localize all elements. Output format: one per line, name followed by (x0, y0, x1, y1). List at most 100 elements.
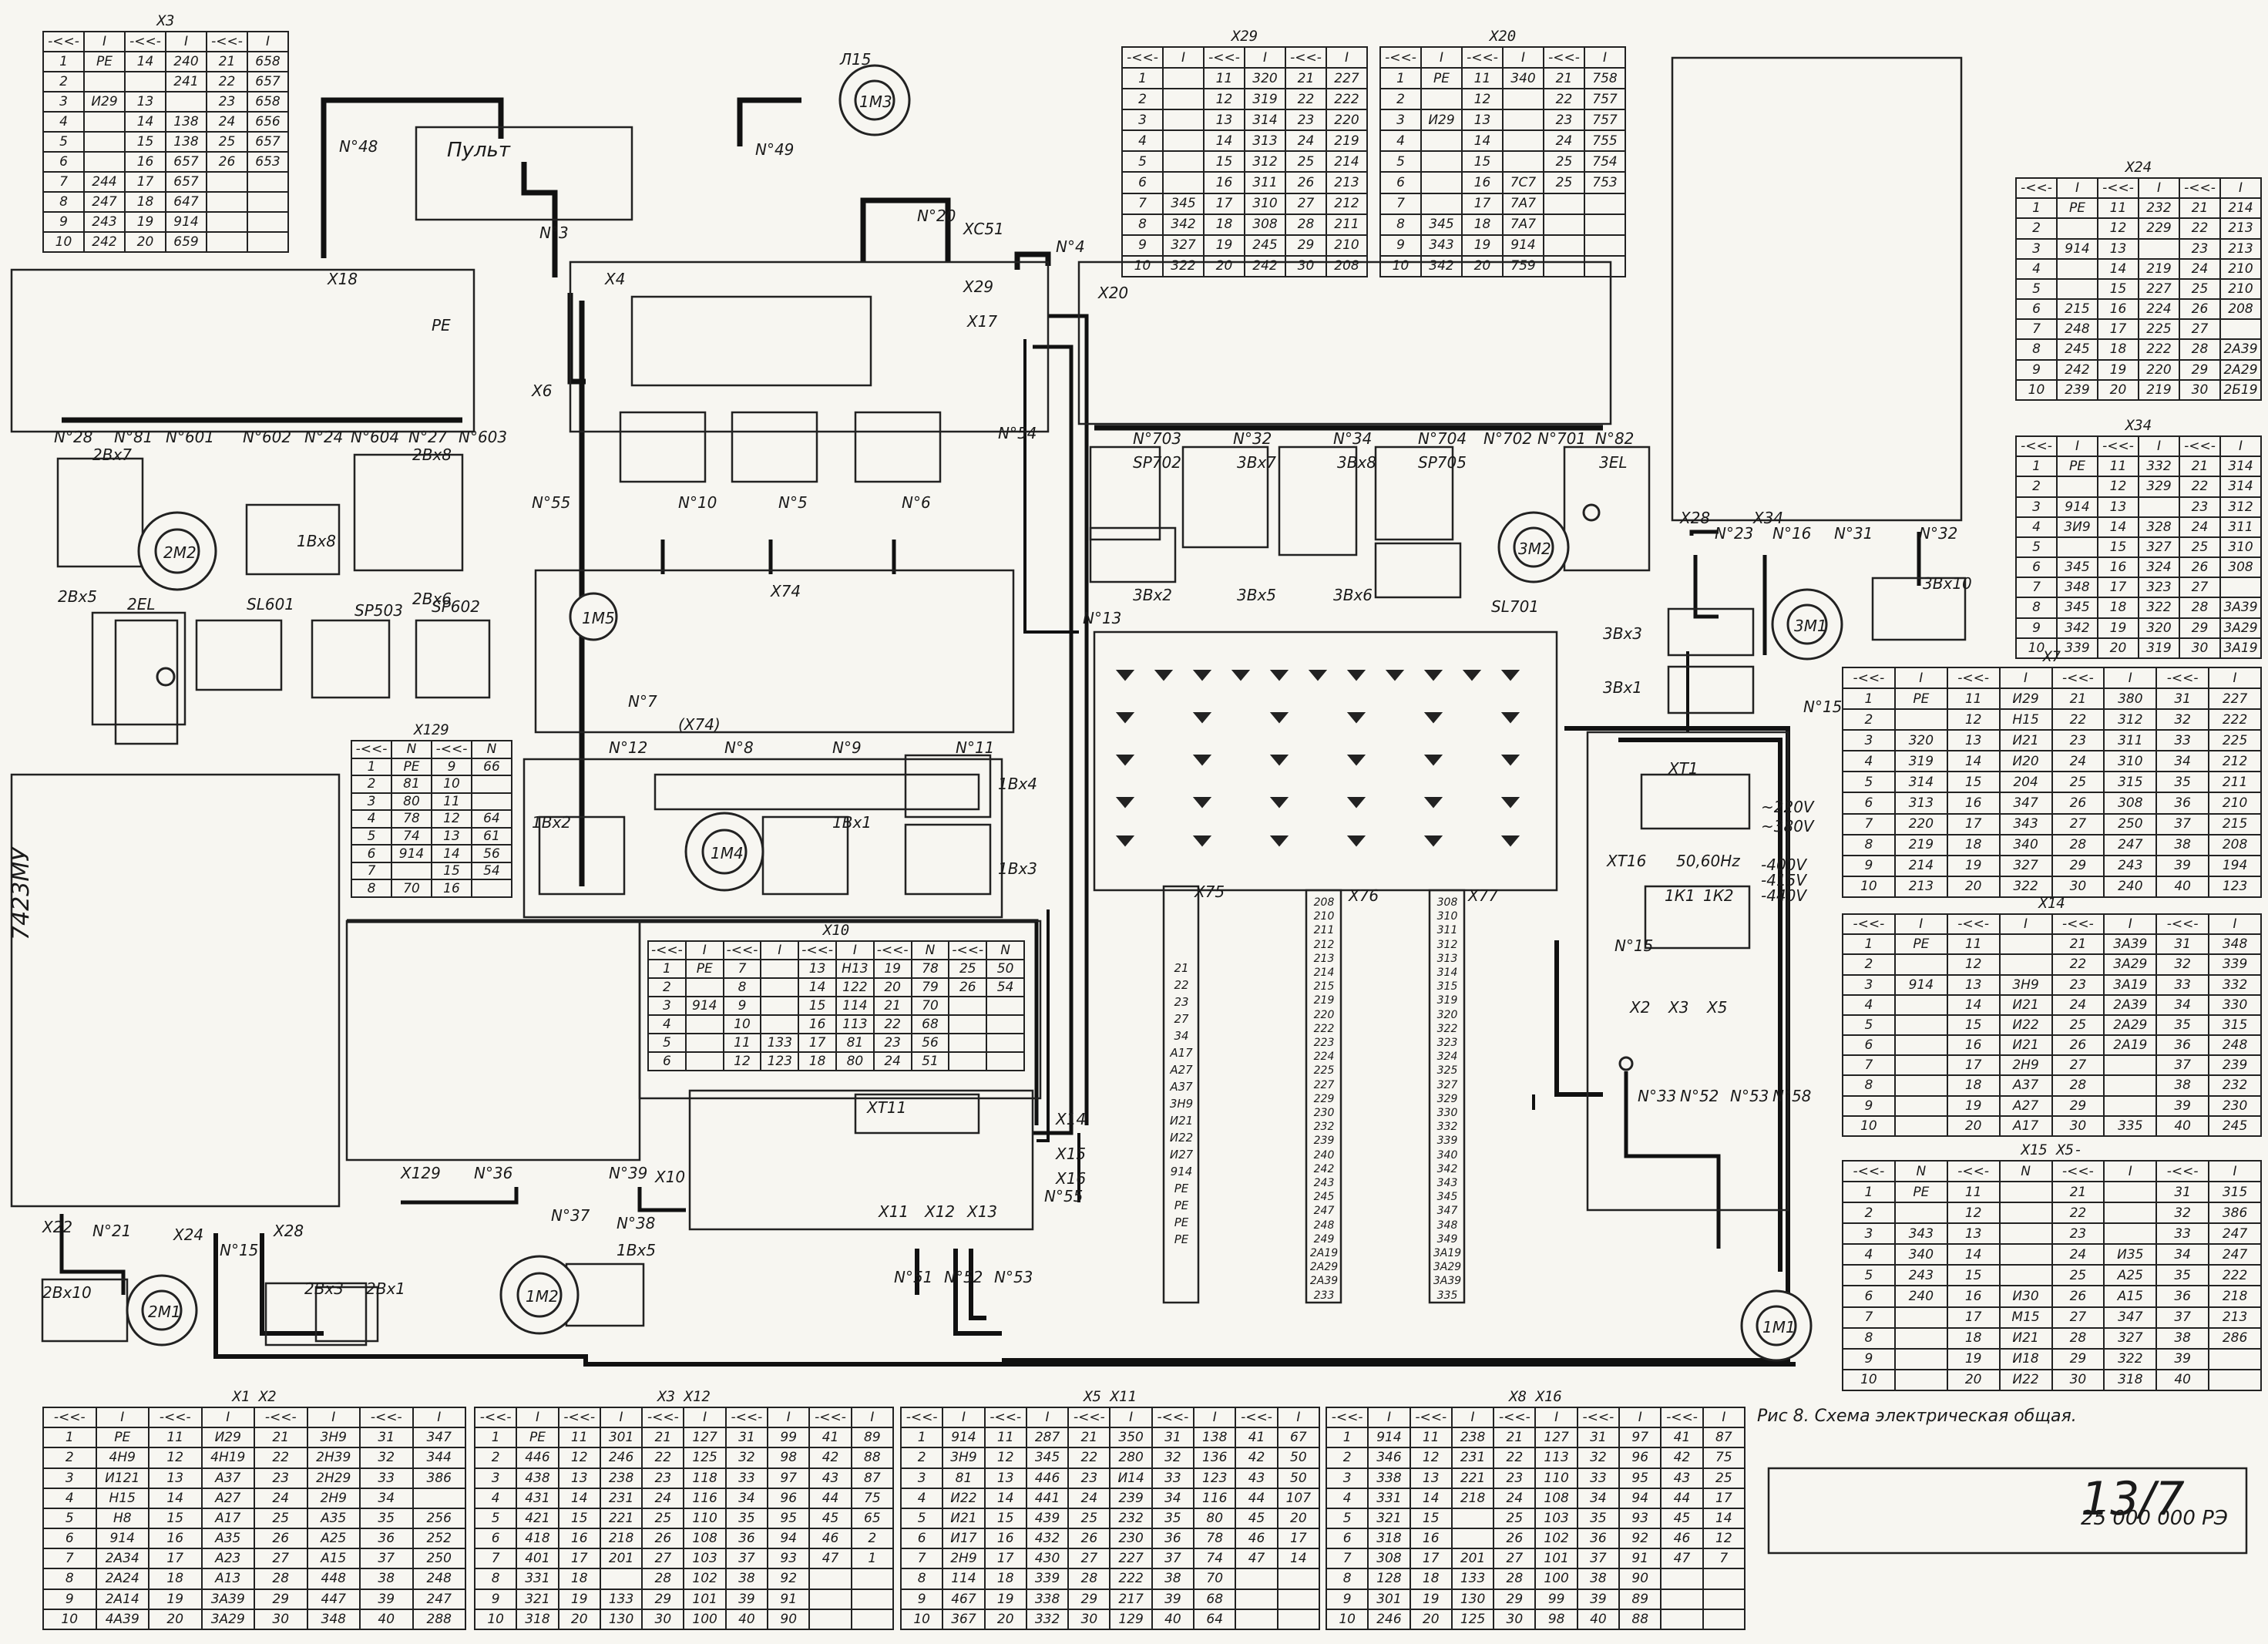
table-cell: 231 (599, 1487, 643, 1509)
table-header-row: -<<-I-<<-I-<<-I (2015, 435, 2262, 458)
table-cell: 10 (1842, 1114, 1896, 1138)
table-cell: 21 (1067, 1427, 1111, 1449)
table-cell: 26 (2179, 556, 2221, 579)
table-cell: 4 (473, 1487, 518, 1509)
bus-terminal: 332 (1436, 1121, 1458, 1134)
table-cell: 208 (1326, 254, 1368, 278)
table-cell: 36 (724, 1528, 769, 1550)
bus-terminal: 329 (1436, 1092, 1458, 1105)
table-cell: 339 (2056, 637, 2098, 660)
table-cell: 102 (1534, 1528, 1578, 1550)
bus-terminal: 34 (1174, 1029, 1189, 1043)
device-3bx6: 3Вх6 (1333, 586, 1373, 604)
table-cell: 22 (1285, 88, 1327, 111)
table-cell: 301 (599, 1427, 643, 1449)
table-cell: Н15 (1998, 708, 2053, 731)
table-cell: 24 (1067, 1487, 1111, 1509)
table-cell: 7 (42, 171, 85, 193)
table-cell: 9 (1842, 1347, 1896, 1370)
table-cell (948, 1014, 988, 1034)
table-cell: 11 (431, 792, 472, 812)
table-cell: 23 (872, 1033, 912, 1053)
bus-terminal: 320 (1436, 1008, 1458, 1021)
table-cell: 34 (2155, 750, 2210, 773)
table-cell (808, 1608, 852, 1631)
table-cell: 27 (2051, 812, 2105, 835)
table-cell: 13 (1409, 1467, 1453, 1489)
label-wire-7: N°7 (628, 692, 657, 711)
table-cell: 16 (124, 151, 166, 173)
table-cell: 33 (724, 1467, 769, 1489)
label-wire-38: N°38 (617, 1214, 656, 1232)
table-cell: 31 (1576, 1427, 1621, 1449)
table-cell: 33 (359, 1467, 414, 1489)
table-cell: 327 (1162, 234, 1205, 257)
table-cell (850, 1608, 895, 1631)
table-cell: 37 (359, 1548, 414, 1570)
table-cell (1502, 88, 1544, 111)
table-header-row: -<<-I-<<-I-<<-I (42, 31, 289, 52)
table-cell: PE (684, 959, 724, 979)
table-cell: 15 (431, 861, 472, 881)
bus-terminal: 313 (1436, 952, 1458, 965)
bus-terminal: 349 (1436, 1232, 1458, 1246)
table-cell: 40 (2155, 875, 2210, 899)
table-cell (1998, 953, 2053, 976)
table-title: X34 (2125, 417, 2152, 434)
table-cell (165, 91, 207, 113)
table-cell: 347 (1998, 792, 2053, 815)
table-cell: 320 (2138, 617, 2180, 639)
table-cell: 311 (2103, 729, 2158, 752)
table-cell (2056, 536, 2098, 559)
table-cell (2056, 277, 2098, 301)
table-cell: 99 (767, 1427, 811, 1449)
table-cell: 11 (1946, 688, 2001, 711)
table-cell: 20 (1409, 1608, 1453, 1631)
bus-terminal: 3А39 (1433, 1275, 1462, 1288)
table-cell: 39 (2155, 1094, 2210, 1117)
table-cell: 240 (165, 51, 207, 72)
table-cell: I (835, 940, 875, 960)
bus-terminal: PE (1174, 1215, 1189, 1229)
table-cell: 80 (391, 792, 432, 812)
table-cell: 10 (722, 1014, 762, 1034)
table-cell: 10 (42, 231, 85, 253)
table-cell: N (910, 940, 950, 960)
table-header-row: -<<-I-<<-I-<<-I-<<-I (1842, 666, 2262, 690)
table-cell: 43 (808, 1467, 852, 1489)
table-cell: 17 (2097, 577, 2139, 599)
bus-terminal: 223 (1313, 1037, 1335, 1050)
table-cell: 122 (835, 977, 875, 997)
table-cell: 45 (1235, 1507, 1278, 1530)
table-cell: 6 (1325, 1528, 1369, 1550)
table-cell: I (1276, 1406, 1321, 1429)
table-cell: PE (95, 1427, 150, 1449)
label-wire-33: N°33 (1638, 1087, 1677, 1105)
table-cell: И20 (1998, 750, 2053, 773)
table-cell: 7А7 (1502, 213, 1544, 236)
table-cell: 16 (983, 1528, 1027, 1550)
table-cell: -<<- (983, 1406, 1027, 1429)
table-cell: 32 (2155, 953, 2210, 976)
table-cell: 1 (42, 1427, 97, 1449)
label-wire-52b: N°52 (1680, 1087, 1719, 1105)
table-cell: 2А39 (2103, 993, 2158, 1016)
table-cell (1502, 109, 1544, 132)
connector-x14: X14 (1056, 1110, 1087, 1128)
table-cell: 25 (206, 131, 248, 153)
table-cell: 347 (412, 1427, 466, 1449)
table-cell: 345 (2056, 556, 2098, 579)
table-cell: 653 (247, 151, 289, 173)
table-cell: 280 (1109, 1447, 1153, 1469)
table-cell: 914 (1367, 1427, 1411, 1449)
